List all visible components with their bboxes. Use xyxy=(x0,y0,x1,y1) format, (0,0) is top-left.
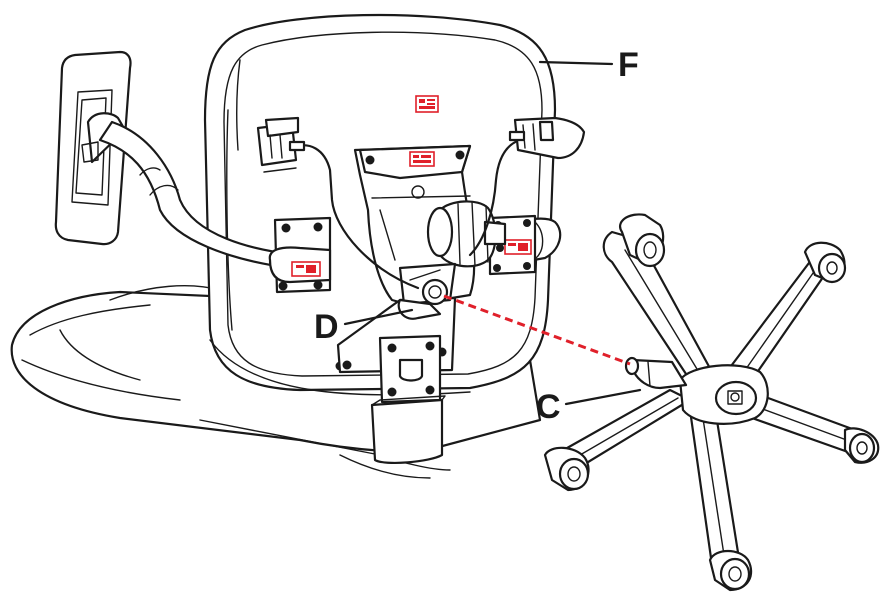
gas-cylinder xyxy=(624,356,688,390)
alignment-dashed-line xyxy=(443,294,631,366)
gas-lift-socket xyxy=(397,262,457,320)
label-d: D xyxy=(314,308,339,346)
right-lever xyxy=(508,116,586,160)
lift-bracket xyxy=(370,334,446,465)
warning-sticker-top xyxy=(415,95,439,113)
leader-line-d xyxy=(343,308,414,326)
leader-line-c xyxy=(564,388,642,406)
left-armrest xyxy=(54,50,300,270)
leader-line-f xyxy=(538,60,614,66)
label-c: C xyxy=(536,388,561,426)
star-base xyxy=(557,230,860,574)
left-lever xyxy=(256,116,306,173)
casters xyxy=(543,213,880,592)
control-cables xyxy=(288,138,522,290)
left-arm-bracket xyxy=(268,216,332,294)
label-f: F xyxy=(618,46,639,84)
